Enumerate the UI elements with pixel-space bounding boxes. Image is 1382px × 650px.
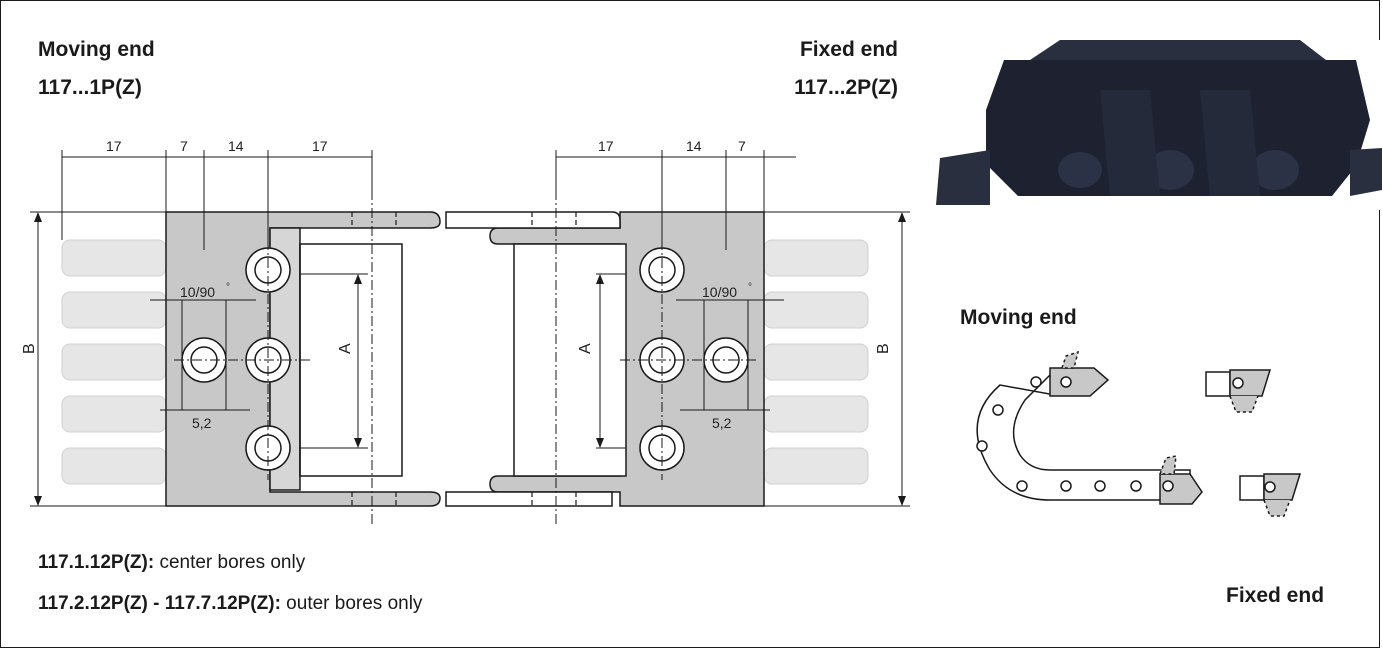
product-photo: [930, 40, 1382, 210]
dim-b-left: B: [21, 343, 38, 354]
dim-right-7: 7: [738, 138, 746, 154]
fixed-end-detail-2: [1239, 473, 1302, 501]
dim-bore-angle-right: 10/90: [702, 284, 737, 300]
note-center-bores: 117.1.12P(Z): center bores only: [38, 552, 306, 573]
moving-end-code: 117...1P(Z): [38, 76, 142, 99]
dim-b-right: B: [875, 343, 892, 354]
chain-ghost-right: [763, 239, 869, 485]
dim-left-14: 14: [228, 138, 244, 154]
note-outer-bores: 117.2.12P(Z) - 117.7.12P(Z): outer bores…: [38, 593, 423, 614]
fixed-end-detail-1: [1205, 369, 1272, 397]
chain-ghost-left: [61, 239, 167, 485]
dim-left-17b: 17: [312, 138, 328, 154]
bracket-moving-end: [165, 211, 441, 507]
bracket-fixed-end: [445, 211, 765, 507]
svg-text:°: °: [748, 282, 752, 293]
chain-side-view: [976, 367, 1203, 505]
dim-bore-pitch-right: 5,2: [712, 415, 732, 431]
fixed-end-heading: Fixed end: [799, 38, 898, 61]
fixed-end-label-right: Fixed end: [1226, 584, 1325, 607]
dim-left-7: 7: [180, 138, 188, 154]
dim-right-14: 14: [686, 138, 702, 154]
svg-text:°: °: [226, 282, 230, 293]
dim-left-17a: 17: [106, 138, 122, 154]
dim-right-17: 17: [598, 138, 614, 154]
dim-bore-angle-left: 10/90: [180, 284, 215, 300]
dim-a-right: A: [577, 343, 594, 354]
dim-bore-pitch-left: 5,2: [192, 415, 212, 431]
fixed-end-code: 117...2P(Z): [794, 76, 898, 99]
moving-end-label-right: Moving end: [960, 306, 1077, 329]
dim-a-left: A: [337, 343, 354, 354]
moving-end-heading: Moving end: [38, 38, 155, 61]
